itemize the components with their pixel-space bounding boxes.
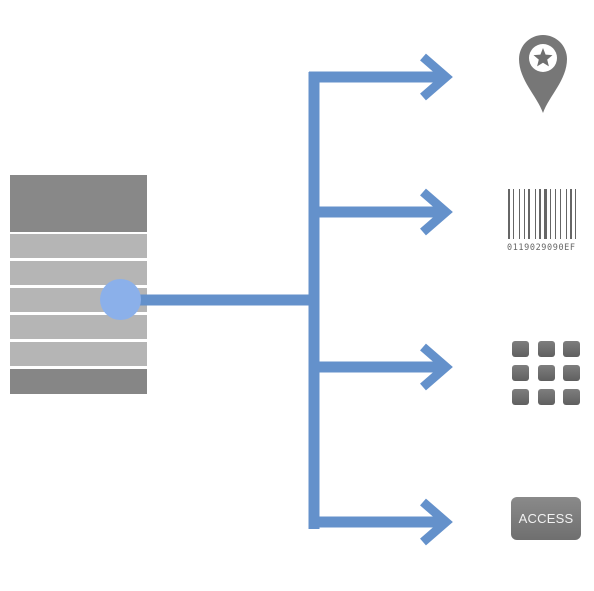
keypad-key [538,389,555,405]
arrow-head-2 [420,188,453,236]
keypad-key [538,341,555,357]
keypad-key [512,341,529,357]
keypad-key [563,341,580,357]
server-row [10,234,147,258]
keypad-key [512,389,529,405]
barcode-caption: 0119029090EF [507,243,576,253]
arrow-head-4 [420,498,453,546]
keypad-key [512,365,529,381]
keypad-key [563,365,580,381]
arrow-head-1 [420,53,453,101]
access-button: ACCESS [511,497,581,540]
barcode-icon [508,189,576,239]
keypad-key [538,365,555,381]
keypad-icon [512,341,582,406]
server-header [10,175,147,232]
location-pin-star-icon [519,35,567,113]
connection-hub [100,279,141,320]
server-row [10,342,147,366]
keypad-key [563,389,580,405]
server-footer [10,369,147,394]
arrow-head-3 [420,343,453,391]
